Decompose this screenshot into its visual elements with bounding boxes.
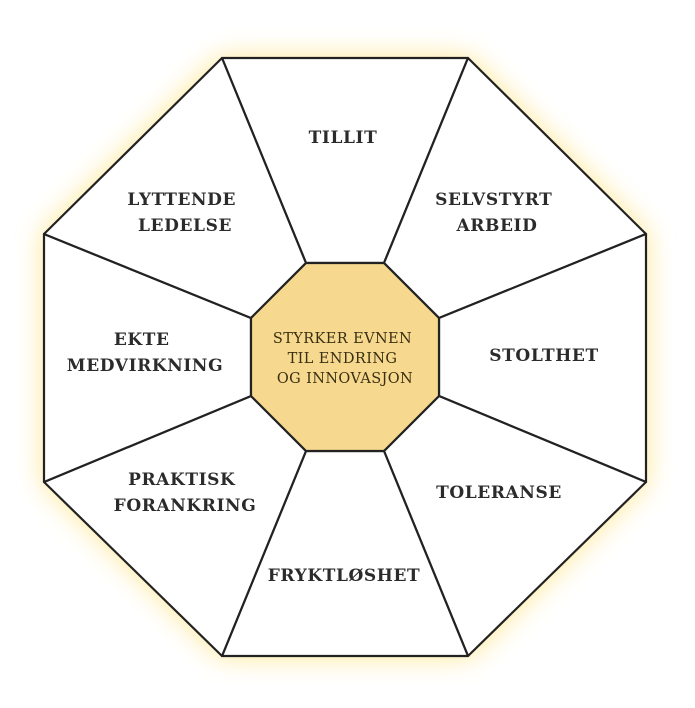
label-lyttende-ledelse: LYTTENDE LEDELSE <box>127 190 242 236</box>
label-toleranse-line-1: TOLERANSE <box>436 483 562 503</box>
center-label: STYRKER EVNEN TIL ENDRING OG INNOVASJON <box>273 331 417 387</box>
label-fryktloshet-line-1: FRYKTLØSHET <box>268 566 421 586</box>
label-praktisk-forankring-line-1: PRAKTISK <box>128 470 236 490</box>
center-line-3: OG INNOVASJON <box>277 371 413 387</box>
label-ekte-medvirkning: EKTE MEDVIRKNING <box>67 330 223 376</box>
segments-group <box>42 56 648 658</box>
label-lyttende-ledelse-line-1: LYTTENDE <box>127 190 236 210</box>
center-line-1: STYRKER EVNEN <box>273 331 412 347</box>
label-tillit: TILLIT <box>309 128 378 148</box>
center-line-2: TIL ENDRING <box>288 351 398 367</box>
label-tillit-line-1: TILLIT <box>309 128 378 148</box>
label-fryktloshet: FRYKTLØSHET <box>268 566 421 586</box>
label-selvstyrt-arbeid-line-2: ARBEID <box>456 216 538 236</box>
label-toleranse: TOLERANSE <box>436 483 562 503</box>
center-octagon[interactable] <box>249 261 441 453</box>
label-stolthet-line-1: STOLTHET <box>489 346 598 366</box>
label-stolthet: STOLTHET <box>489 346 598 366</box>
label-lyttende-ledelse-line-2: LEDELSE <box>138 216 232 236</box>
label-selvstyrt-arbeid-line-1: SELVSTYRT <box>435 190 552 210</box>
label-praktisk-forankring-line-2: FORANKRING <box>114 496 257 516</box>
label-ekte-medvirkning-line-2: MEDVIRKNING <box>67 356 223 376</box>
label-selvstyrt-arbeid: SELVSTYRT ARBEID <box>435 190 559 236</box>
label-ekte-medvirkning-line-1: EKTE <box>114 330 170 350</box>
label-praktisk-forankring: PRAKTISK FORANKRING <box>114 470 257 516</box>
